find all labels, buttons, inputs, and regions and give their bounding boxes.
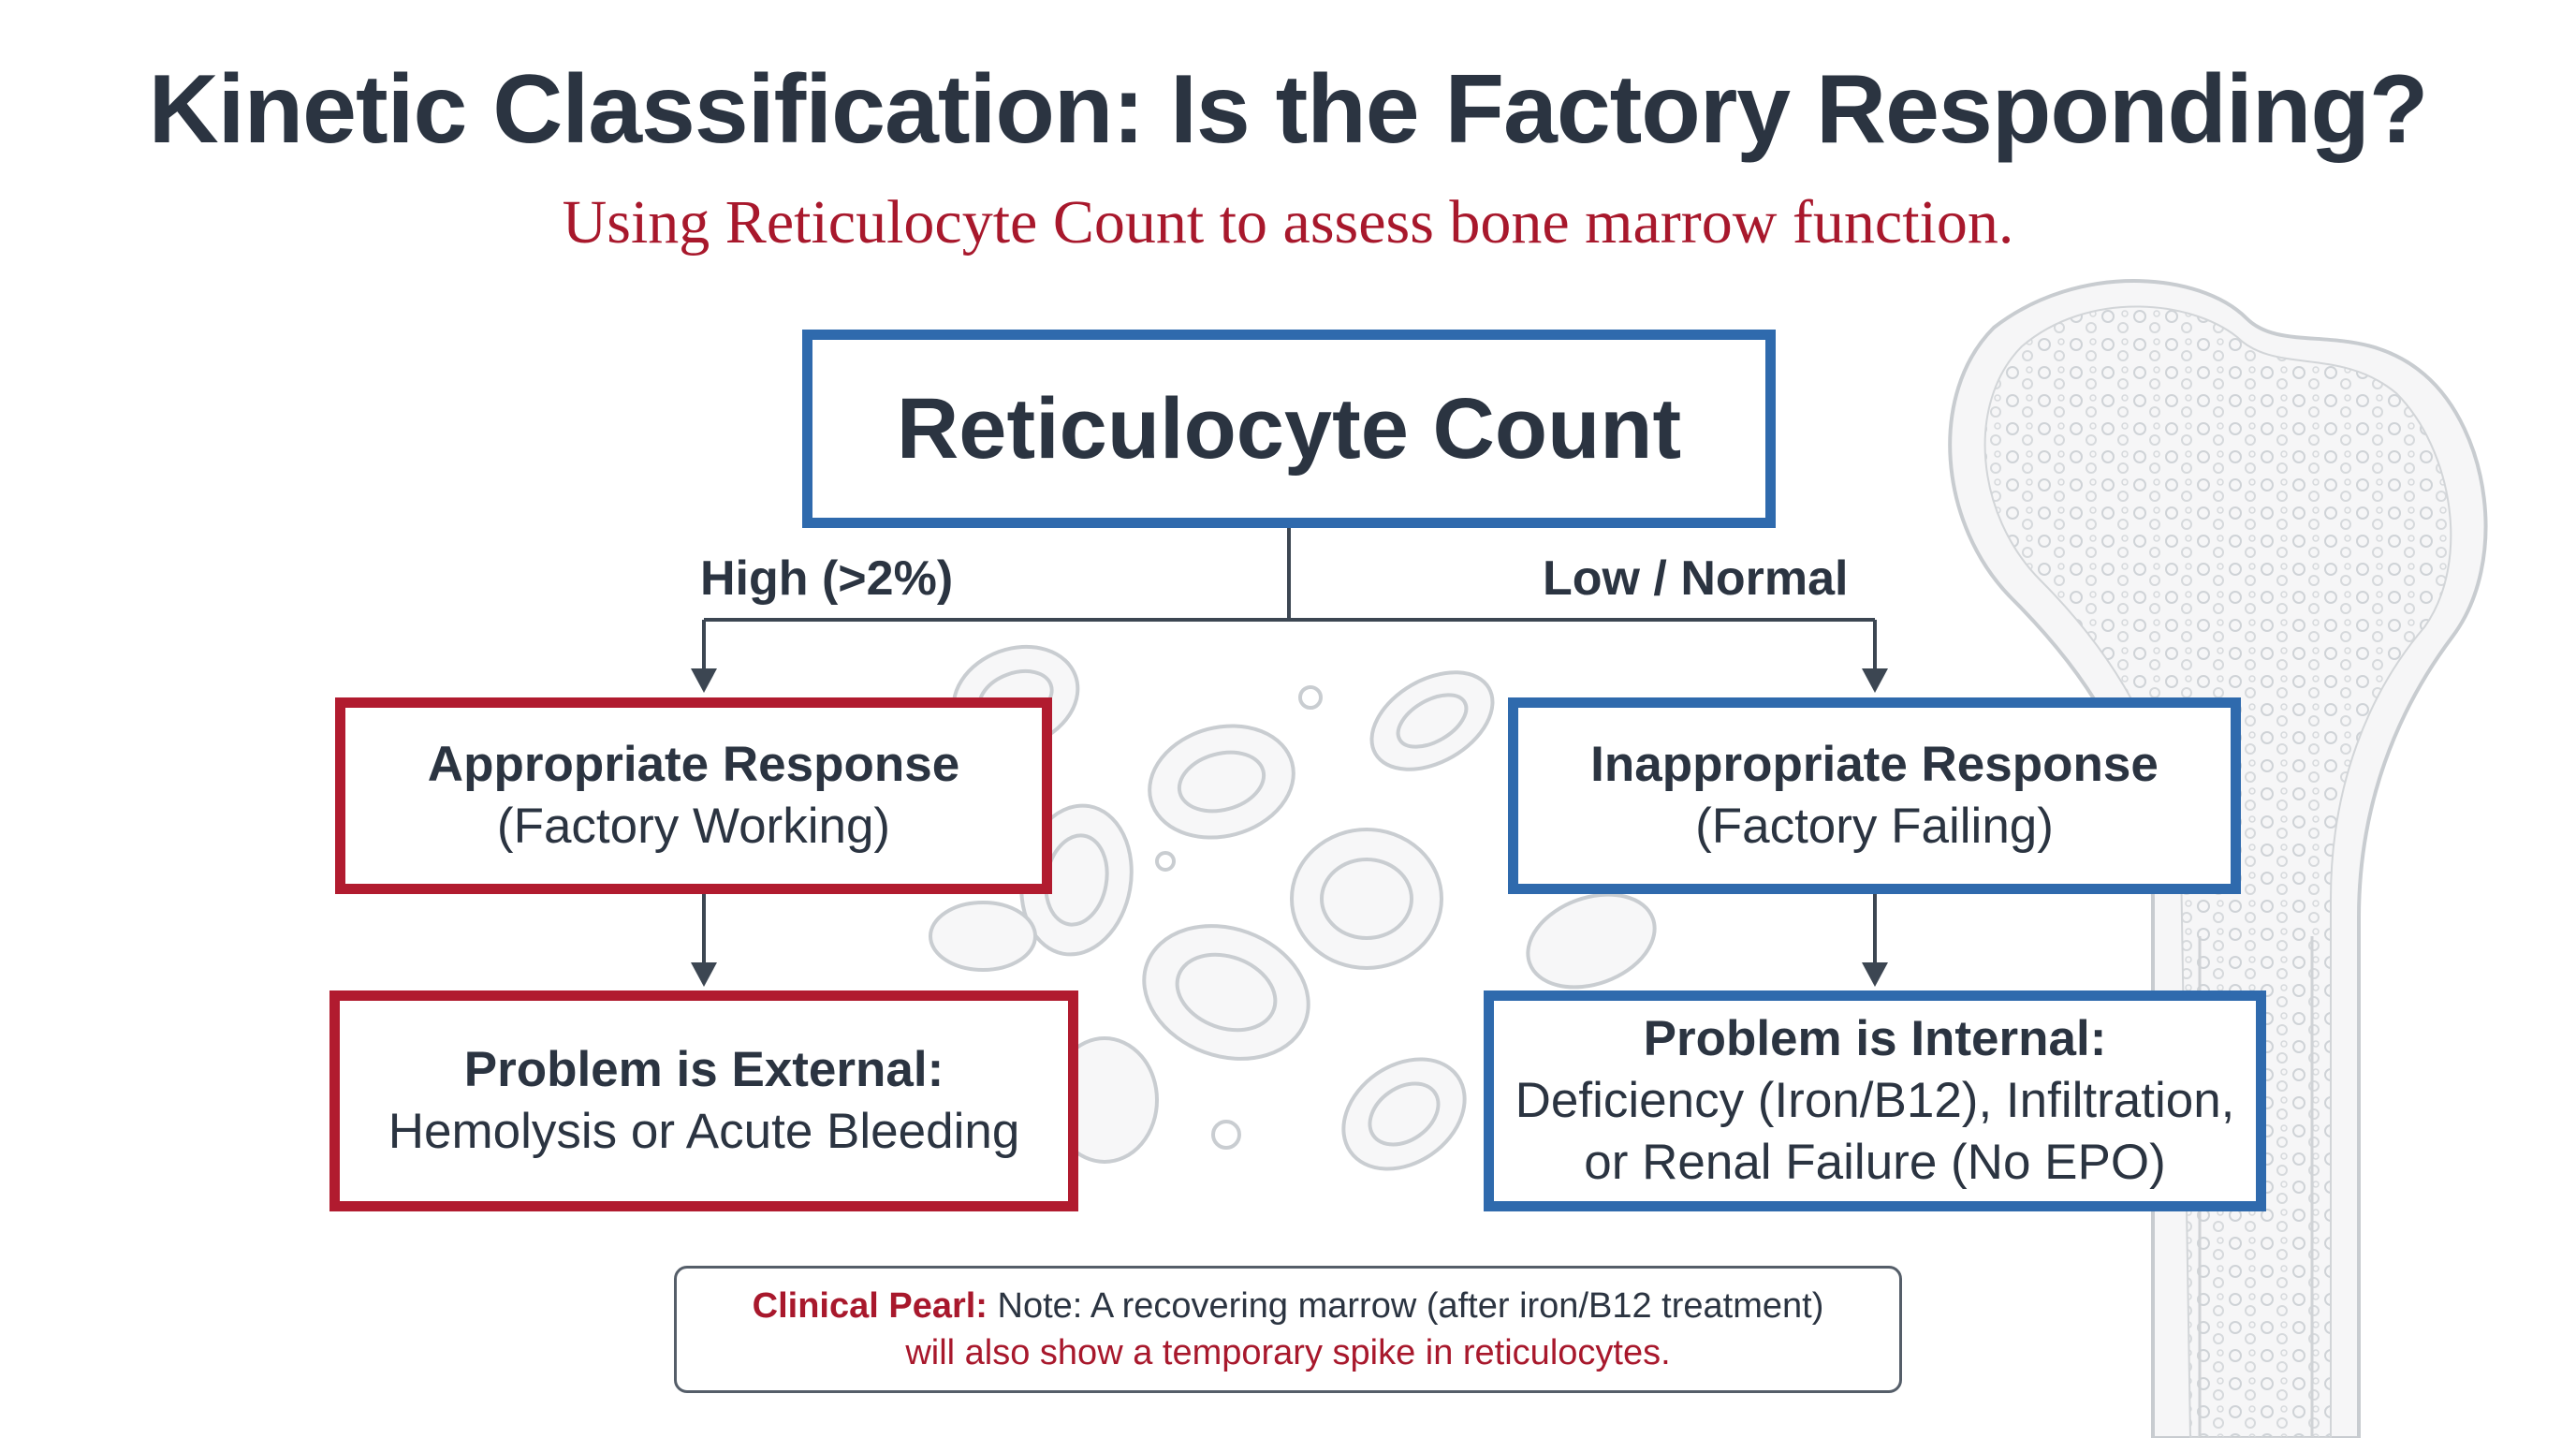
branch-label-low: Low / Normal — [1543, 551, 1849, 606]
clinical-pearl-text1: Note: A recovering marrow (after iron/B1… — [997, 1285, 1824, 1326]
external-problem-title: Problem is External: — [463, 1041, 944, 1097]
clinical-pearl-line1: Clinical Pearl: Note: A recovering marro… — [753, 1283, 1824, 1329]
clinical-pearl-box: Clinical Pearl: Note: A recovering marro… — [674, 1266, 1902, 1393]
appropriate-response-title: Appropriate Response — [427, 736, 960, 792]
page-subtitle: Using Reticulocyte Count to assess bone … — [562, 188, 2014, 257]
branch-label-high: High (>2%) — [700, 551, 954, 606]
internal-problem-detail-line1: Deficiency (Iron/B12), Infiltration, — [1515, 1072, 2235, 1128]
external-problem-box: Problem is External: Hemolysis or Acute … — [329, 990, 1078, 1211]
appropriate-response-detail: (Factory Working) — [496, 799, 891, 854]
page-title: Kinetic Classification: Is the Factory R… — [148, 55, 2429, 164]
clinical-pearl-text2: will also show a temporary spike in reti… — [905, 1333, 1671, 1372]
internal-problem-detail-line2: or Renal Failure (No EPO) — [1584, 1135, 2166, 1191]
reticulocyte-count-box: Reticulocyte Count — [802, 330, 1776, 528]
inappropriate-response-box: Inappropriate Response (Factory Failing) — [1508, 697, 2241, 894]
inappropriate-response-detail: (Factory Failing) — [1695, 799, 2054, 854]
root-label: Reticulocyte Count — [896, 380, 1682, 477]
clinical-pearl-heading: Clinical Pearl: — [752, 1285, 988, 1326]
inappropriate-response-title: Inappropriate Response — [1590, 736, 2159, 792]
internal-problem-title: Problem is Internal: — [1643, 1010, 2107, 1066]
internal-problem-box: Problem is Internal: Deficiency (Iron/B1… — [1484, 990, 2266, 1211]
appropriate-response-box: Appropriate Response (Factory Working) — [335, 697, 1052, 894]
red-blood-cell-icon — [929, 644, 1657, 1171]
external-problem-detail: Hemolysis or Acute Bleeding — [388, 1104, 1020, 1159]
